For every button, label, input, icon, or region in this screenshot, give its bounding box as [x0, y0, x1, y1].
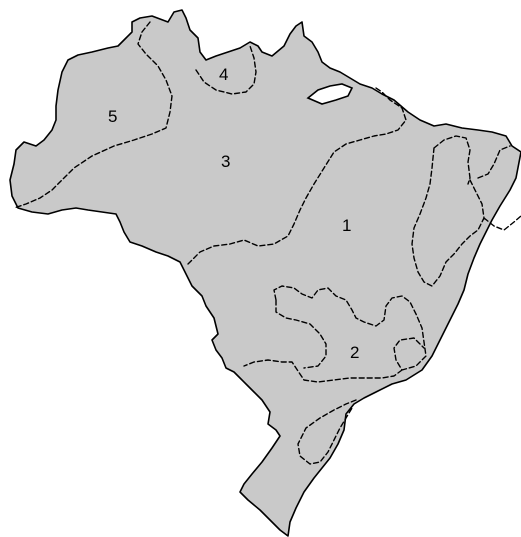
river-mouth-island [306, 83, 354, 105]
region-border-2 [243, 285, 427, 383]
region-label-2: 2 [350, 343, 359, 362]
region-border-5 [13, 21, 173, 209]
region-border-4 [195, 45, 257, 95]
region-label-5: 5 [108, 107, 117, 126]
region-border-1 [187, 87, 407, 265]
region-label-4: 4 [219, 65, 228, 84]
region-label-1: 1 [342, 216, 351, 235]
country-outline [9, 9, 521, 537]
region-border-south [297, 399, 357, 465]
region-border-east [411, 135, 521, 287]
region-label-3: 3 [221, 152, 230, 171]
